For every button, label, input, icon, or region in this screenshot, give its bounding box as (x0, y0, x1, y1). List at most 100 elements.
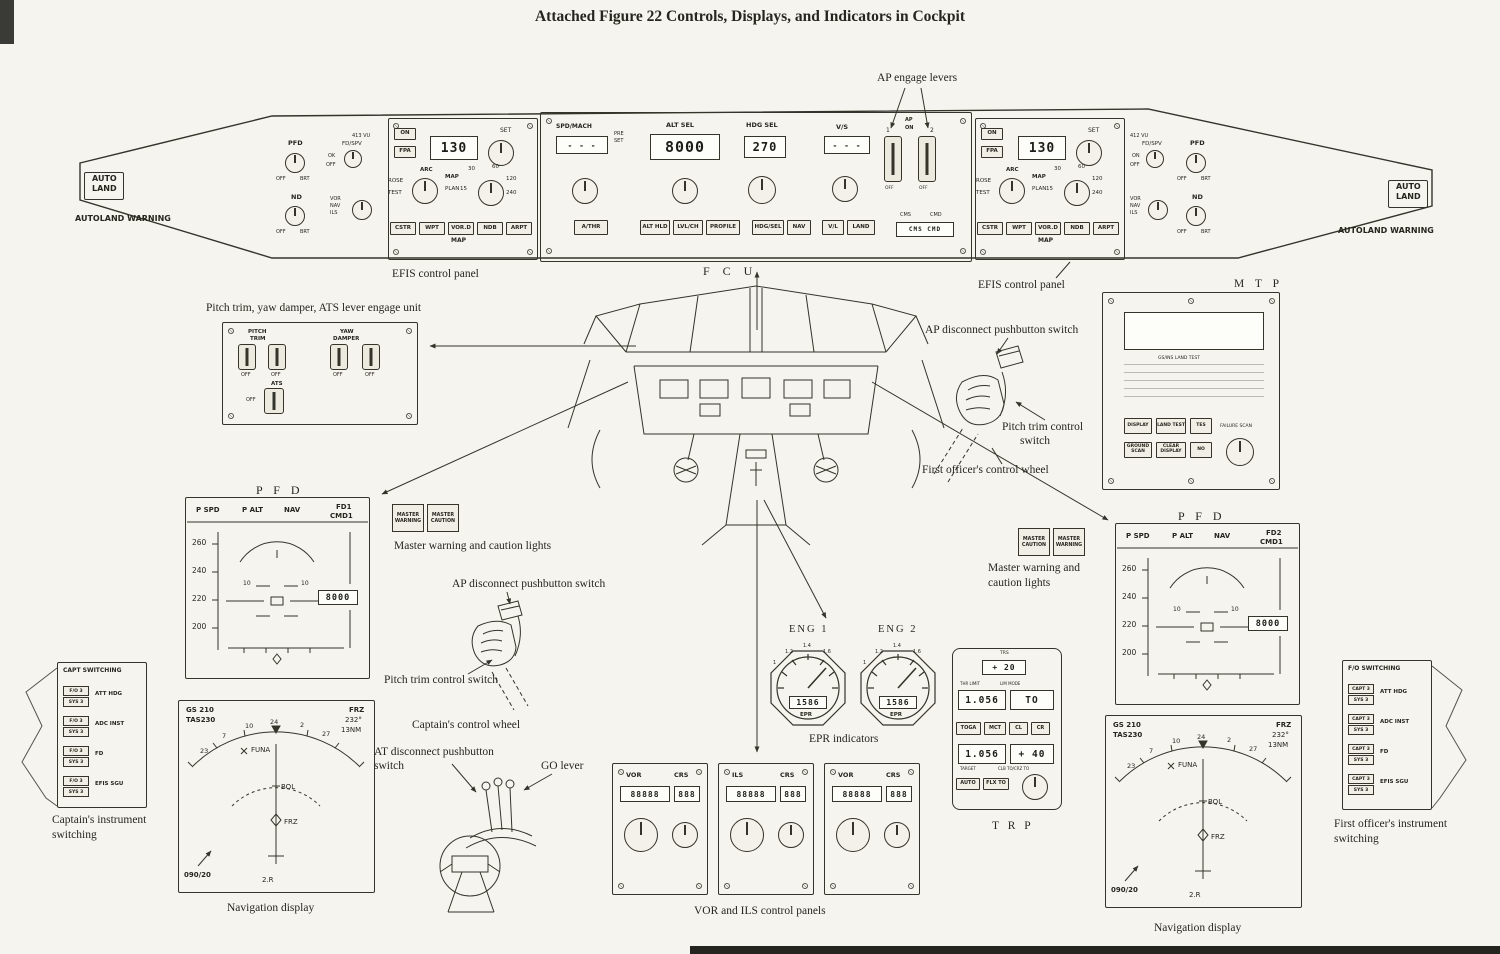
efis-mode-selector[interactable] (412, 178, 438, 204)
fo-att-hdg-switch-b[interactable]: SYS 3 (1348, 695, 1374, 705)
capt-att-hdg-switch-b[interactable]: SYS 3 (63, 697, 89, 707)
vl-button[interactable]: V/L (822, 220, 844, 235)
nd-runway-label: 2.R (262, 876, 274, 884)
athr-button[interactable]: A/THR (574, 220, 608, 235)
pfd-brightness-knob[interactable] (1186, 153, 1206, 173)
yaw-damper-1-lever[interactable] (330, 344, 348, 370)
fo-switching-panel (1342, 660, 1432, 810)
mtp-land-test-button[interactable]: LAND TEST (1156, 418, 1186, 434)
alt-knob[interactable] (672, 178, 698, 204)
efis-cstr-button[interactable]: CSTR (390, 222, 416, 235)
trp-cr-button[interactable]: CR (1031, 722, 1050, 735)
efis-mode-selector[interactable] (999, 178, 1025, 204)
fd-spv-knob[interactable] (344, 150, 362, 168)
vor-nav-ils-selector[interactable] (352, 200, 372, 220)
efis-arpt-button[interactable]: ARPT (1093, 222, 1119, 235)
efis-vord-button[interactable]: VOR.D (448, 222, 474, 235)
master-warning-light[interactable]: MASTER WARNING (392, 504, 424, 532)
epr2-label: EPR (890, 712, 903, 718)
fo-efis-sgu-switch-b[interactable]: SYS 3 (1348, 785, 1374, 795)
efis-on-button[interactable]: ON (394, 128, 416, 140)
nd-brightness-knob[interactable] (285, 206, 305, 226)
capt-efis-sgu-switch-b[interactable]: SYS 3 (63, 787, 89, 797)
master-caution-text-2: CAUTION (430, 518, 456, 524)
efis-fpa-button[interactable]: FPA (394, 146, 416, 158)
mtp-display-button[interactable]: DISPLAY (1124, 418, 1152, 434)
efis-ndb-button[interactable]: NDB (477, 222, 503, 235)
fo-fd-switch[interactable]: CAPT 3 (1348, 744, 1374, 754)
efis-range-selector[interactable] (1064, 180, 1090, 206)
efis-ndb-button[interactable]: NDB (1064, 222, 1090, 235)
efis-range-selector[interactable] (478, 180, 504, 206)
ap1-engage-lever[interactable] (884, 136, 902, 182)
capt-adc-switch[interactable]: F/O 3 (63, 716, 89, 726)
fo-efis-sgu-switch[interactable]: CAPT 3 (1348, 774, 1374, 784)
mtp-clear-display-button[interactable]: CLEAR DISPLAY (1156, 442, 1186, 458)
efis-wpt-button[interactable]: WPT (419, 222, 445, 235)
capt-fd-switch[interactable]: F/O 3 (63, 746, 89, 756)
ils-frequency-knob[interactable] (730, 818, 764, 852)
trp-cl-button[interactable]: CL (1009, 722, 1028, 735)
ils-course-window: 888 (780, 786, 806, 802)
efis-on-button[interactable]: ON (981, 128, 1003, 140)
master-warning-light[interactable]: MASTER WARNING (1053, 528, 1085, 556)
vor2-frequency-knob[interactable] (836, 818, 870, 852)
vor1-course-knob[interactable] (672, 822, 698, 848)
mtp-ground-scan-button[interactable]: GROUND SCAN (1124, 442, 1152, 458)
fo-att-hdg-switch[interactable]: CAPT 3 (1348, 684, 1374, 694)
trp-auto-button[interactable]: AUTO (956, 778, 980, 790)
efis-fpa-button[interactable]: FPA (981, 146, 1003, 158)
damper-label: DAMPER (333, 336, 360, 342)
vs-knob[interactable] (832, 176, 858, 202)
trp-epr-to-window: 1.056 (958, 690, 1006, 710)
fd-spv-knob[interactable] (1146, 150, 1164, 168)
pitch-trim-2-lever[interactable] (268, 344, 286, 370)
fo-control-wheel-callout: First officer's control wheel (922, 464, 1049, 476)
vor1-frequency-knob[interactable] (624, 818, 658, 852)
off-label: OFF (1177, 176, 1187, 182)
efis-cstr-button[interactable]: CSTR (977, 222, 1003, 235)
alt-hld-button[interactable]: ALT HLD (640, 220, 670, 235)
capt-att-hdg-switch[interactable]: F/O 3 (63, 686, 89, 696)
nd-next-wpt-bearing: 232° (1272, 731, 1289, 739)
vor-nav-ils-selector[interactable] (1148, 200, 1168, 220)
hdg-sel-button[interactable]: HDG/SEL (752, 220, 784, 235)
capt-adc-switch-b[interactable]: SYS 3 (63, 727, 89, 737)
efis-wpt-button[interactable]: WPT (1006, 222, 1032, 235)
lvl-ch-button[interactable]: LVL/CH (673, 220, 703, 235)
yaw-damper-2-lever[interactable] (362, 344, 380, 370)
trp-flx-temp-knob[interactable] (1022, 774, 1048, 800)
efis-arpt-button[interactable]: ARPT (506, 222, 532, 235)
master-caution-light[interactable]: MASTER CAUTION (427, 504, 459, 532)
mtp-tes-button[interactable]: TES (1190, 418, 1212, 434)
spd-knob[interactable] (572, 178, 598, 204)
nd-brightness-knob[interactable] (1186, 206, 1206, 226)
pitch-trim-1-lever[interactable] (238, 344, 256, 370)
nd-next-wpt-bearing: 232° (345, 716, 362, 724)
vor2-course-knob[interactable] (884, 822, 910, 848)
trp-mct-button[interactable]: MCT (984, 722, 1006, 735)
trp-toga-button[interactable]: TOGA (956, 722, 981, 735)
fo-fd-label: FD (1380, 749, 1389, 755)
capt-efis-sgu-switch[interactable]: F/O 3 (63, 776, 89, 786)
mtp-failure-scan-knob[interactable] (1226, 438, 1254, 466)
efis-set-knob[interactable] (1076, 140, 1102, 166)
mtp-no-button[interactable]: NO (1190, 442, 1212, 458)
profile-button[interactable]: PROFILE (706, 220, 740, 235)
ap2-engage-lever[interactable] (918, 136, 936, 182)
fo-adc-switch-b[interactable]: SYS 3 (1348, 725, 1374, 735)
trp-flx-button[interactable]: FLX TO (983, 778, 1009, 790)
hdg-knob[interactable] (748, 176, 776, 204)
nav-button[interactable]: NAV (787, 220, 811, 235)
capt-fd-switch-b[interactable]: SYS 3 (63, 757, 89, 767)
land-button[interactable]: LAND (847, 220, 875, 235)
efis-set-knob[interactable] (488, 140, 514, 166)
pfd-brightness-knob[interactable] (285, 153, 305, 173)
map-label: MAP (445, 174, 459, 180)
ats-engage-lever[interactable] (264, 388, 284, 414)
fo-fd-switch-b[interactable]: SYS 3 (1348, 755, 1374, 765)
fo-adc-switch[interactable]: CAPT 3 (1348, 714, 1374, 724)
master-caution-light[interactable]: MASTER CAUTION (1018, 528, 1050, 556)
efis-vord-button[interactable]: VOR.D (1035, 222, 1061, 235)
ils-course-knob[interactable] (778, 822, 804, 848)
